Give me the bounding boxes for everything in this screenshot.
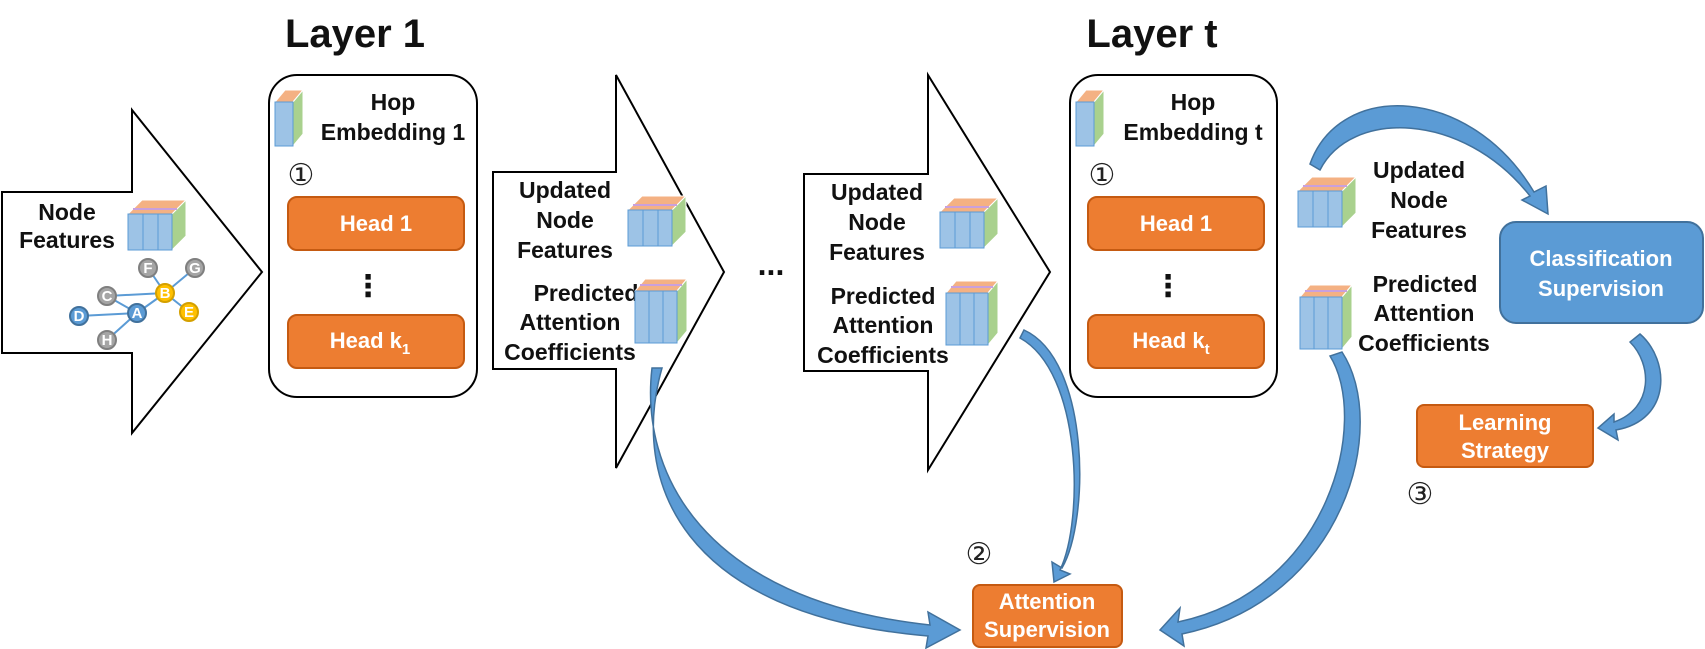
layert-hop-line2: Embedding t <box>1123 119 1263 145</box>
input-label-line1: Node <box>38 199 96 225</box>
layer1-hop-line1: Hop <box>371 89 416 115</box>
outt-predicted-cube-icon <box>945 280 999 346</box>
curve-arrow-final-to-attention <box>1158 351 1361 648</box>
layert-dots: ⋮ <box>1153 270 1183 303</box>
curve-arrow-final-to-classification <box>1309 105 1549 216</box>
outt-predicted-line2: Attention <box>833 312 934 338</box>
learning-strategy-box <box>1416 404 1594 468</box>
out1-updated-line3: Features <box>517 237 613 263</box>
input-graph-icon: F G C B D A E H <box>69 258 205 350</box>
out1-predicted-line1: Predicted <box>534 280 639 306</box>
layer1-head-1-label: Head 1 <box>340 211 412 236</box>
layer1-step-marker: ① <box>288 159 315 192</box>
out1-updated-line1: Updated <box>519 177 611 203</box>
curve-arrow-layer1-to-attention <box>649 367 962 649</box>
outt-updated-cube-icon <box>939 197 999 249</box>
layert-hop-icon <box>1075 89 1105 147</box>
attention-supervision-box <box>972 584 1123 648</box>
final-predicted-cube-icon <box>1299 284 1353 350</box>
final-predicted-line2: Attention <box>1374 300 1475 326</box>
final-predicted-line1: Predicted <box>1373 271 1478 297</box>
layert-head-1 <box>1087 196 1265 251</box>
graph-node-a: A <box>132 305 143 322</box>
input-feature-cube-icon <box>127 199 187 251</box>
input-arrow <box>1 107 264 436</box>
layert-head-k-label: Head kt <box>1132 328 1209 358</box>
layer1-head-k <box>287 314 465 369</box>
outt-predicted-line1: Predicted <box>831 283 936 309</box>
graph-node-b: B <box>160 285 171 302</box>
learning-line1: Learning <box>1459 410 1552 435</box>
layert-input-arrow <box>803 71 1052 474</box>
classification-line2: Supervision <box>1538 276 1664 301</box>
outt-updated-line3: Features <box>829 239 925 265</box>
out1-updated-cube-icon <box>627 195 687 247</box>
layer1-hop-line2: Embedding 1 <box>321 119 466 145</box>
layert-head-1-label: Head 1 <box>1140 211 1212 236</box>
graph-node-e: E <box>184 304 194 321</box>
classification-supervision-box <box>1499 221 1704 324</box>
input-label-line2: Features <box>19 227 115 253</box>
final-updated-line2: Node <box>1390 187 1448 213</box>
layer1-hop-icon <box>274 89 304 147</box>
classification-line1: Classification <box>1529 246 1672 271</box>
layers-ellipsis: ... <box>758 246 785 282</box>
graph-node-h: H <box>102 332 113 349</box>
layer1-output-arrow <box>492 74 726 469</box>
out1-predicted-line2: Attention <box>520 309 621 335</box>
out1-updated-line2: Node <box>536 207 594 233</box>
final-updated-line1: Updated <box>1373 157 1465 183</box>
curve-arrow-classification-to-learning <box>1596 333 1662 442</box>
outt-updated-line2: Node <box>848 209 906 235</box>
layer1-head-k-label: Head k1 <box>330 328 411 358</box>
attention-line1: Attention <box>999 589 1096 614</box>
attention-step-marker: ② <box>966 538 993 571</box>
learning-line2: Strategy <box>1461 438 1550 463</box>
curve-arrow-layert-to-attention <box>1019 329 1081 584</box>
graph-node-g: G <box>189 260 201 277</box>
layer1-title: Layer 1 <box>285 12 425 56</box>
layert-title: Layer t <box>1086 12 1217 56</box>
layer1-head-1 <box>287 196 465 251</box>
final-predicted-line3: Coefficients <box>1358 330 1490 356</box>
out1-predicted-cube-icon <box>634 278 688 344</box>
graph-node-d: D <box>74 308 85 325</box>
final-updated-cube-icon <box>1297 176 1357 228</box>
graph-node-c: C <box>102 288 113 305</box>
layert-head-k <box>1087 314 1265 369</box>
outt-predicted-line3: Coefficients <box>817 342 949 368</box>
layert-hop-line1: Hop <box>1171 89 1216 115</box>
learning-step-marker: ③ <box>1407 478 1434 511</box>
outt-updated-line1: Updated <box>831 179 923 205</box>
attention-line2: Supervision <box>984 617 1110 642</box>
out1-predicted-line3: Coefficients <box>504 339 636 365</box>
final-updated-line3: Features <box>1371 217 1467 243</box>
graph-node-f: F <box>143 260 152 277</box>
layer1-dots: ⋮ <box>353 270 383 303</box>
layert-step-marker: ① <box>1089 159 1116 192</box>
